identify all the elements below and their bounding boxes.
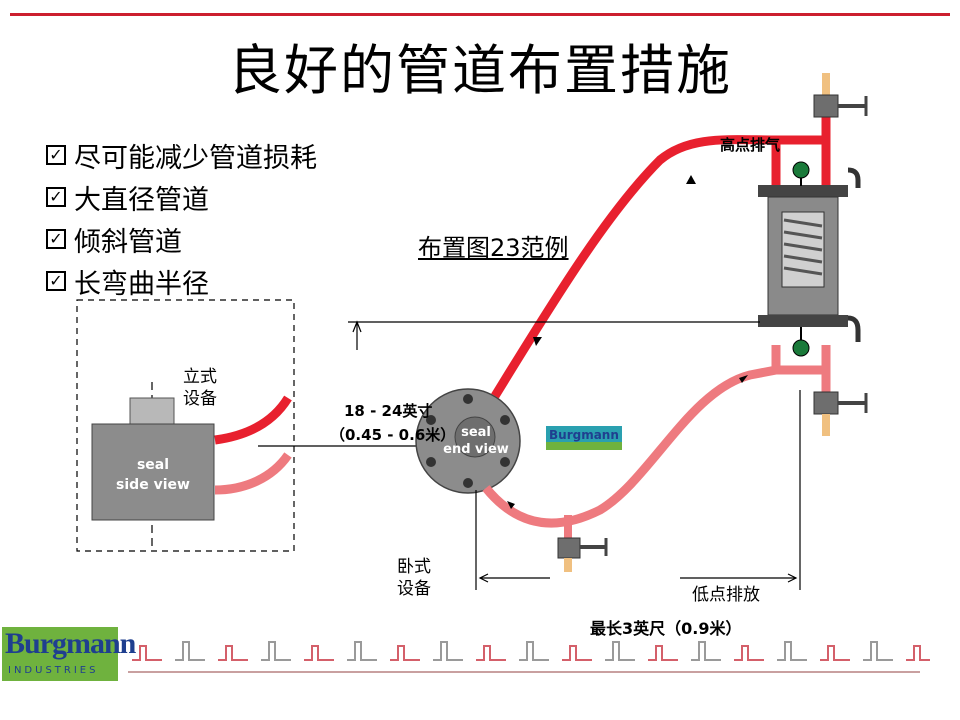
flow-arrow [507,501,515,509]
supply-pipe [491,135,777,399]
bullet-text: 尽可能减少管道损耗 [74,142,317,174]
distance-label: 18 - 24英寸 [344,402,433,420]
bullet-item: ✓ 长弯曲半径 [46,260,317,302]
flange-bolt [426,457,436,467]
bullet-item: ✓ 尽可能减少管道损耗 [46,134,317,176]
brand-logo-subtext: INDUSTRIES [8,665,99,676]
flange-bolt [500,415,510,425]
flange-bolt [463,478,473,488]
drain-valve-icon [813,391,839,415]
flange-bolt [463,394,473,404]
slide-title: 良好的管道布置措施 [228,39,732,102]
flow-arrow [686,175,696,184]
flange-bolt [500,457,510,467]
drain-nozzle [822,414,830,436]
layout-reference-label: 布置图23范例 [418,234,569,262]
bullet-text: 大直径管道 [74,184,209,216]
flow-arrow [533,337,542,346]
vessel-top-flange [758,185,848,197]
flow-arrow [739,375,748,383]
seal-side-cap [129,397,175,427]
checkbox-icon: ✓ [46,145,66,165]
vertical-equipment-label: 立式 设备 [183,367,217,409]
horizontal-equipment-label: 卧式 设备 [397,557,431,599]
bullet-item: ✓ 倾斜管道 [46,218,317,260]
bottom-gauge-icon [792,339,810,357]
vessel-coil [783,218,823,276]
decorative-equipment-strip [128,641,930,673]
low-drain-valve-icon [557,537,581,559]
checkbox-icon: ✓ [46,271,66,291]
checkbox-icon: ✓ [46,229,66,249]
return-pipe [482,345,781,528]
vessel-bottom-nozzle [847,315,861,342]
seal-side-view-label: seal side view [116,457,190,493]
brand-badge-text: Burgmann [549,428,619,442]
bullet-item: ✓ 大直径管道 [46,176,317,218]
seal-end-view-label: seal end view [443,425,509,457]
side-view-return-pipe [214,452,292,495]
checkbox-icon: ✓ [46,187,66,207]
vent-valve-icon [813,94,839,118]
bullet-text: 倾斜管道 [74,226,182,258]
vessel-bottom-flange [758,315,848,327]
bullet-text: 长弯曲半径 [74,268,209,300]
max-length-label: 最长3英尺（0.9米） [590,619,742,638]
vent-nozzle [822,73,830,95]
seal-end-bore [454,416,496,458]
brand-logo-text: Burgmann [5,627,136,660]
brand-logo-bg [2,627,118,681]
side-view-inlet-pipe [214,395,292,445]
low-point-drain-label: 低点排放 [692,585,760,605]
high-point-vent-label: 高点排气 [720,136,781,154]
seal-side-body [91,423,215,521]
vessel-top-nozzle [847,167,861,188]
side-view-dashed-frame [76,299,295,552]
top-divider-line [10,13,950,16]
distance-metric-label: （0.45 - 0.6米） [330,426,456,444]
top-gauge-icon [792,161,810,179]
flange-bolt [426,415,436,425]
bullet-list: ✓ 尽可能减少管道损耗 ✓ 大直径管道 ✓ 倾斜管道 ✓ 长弯曲半径 [46,134,317,302]
